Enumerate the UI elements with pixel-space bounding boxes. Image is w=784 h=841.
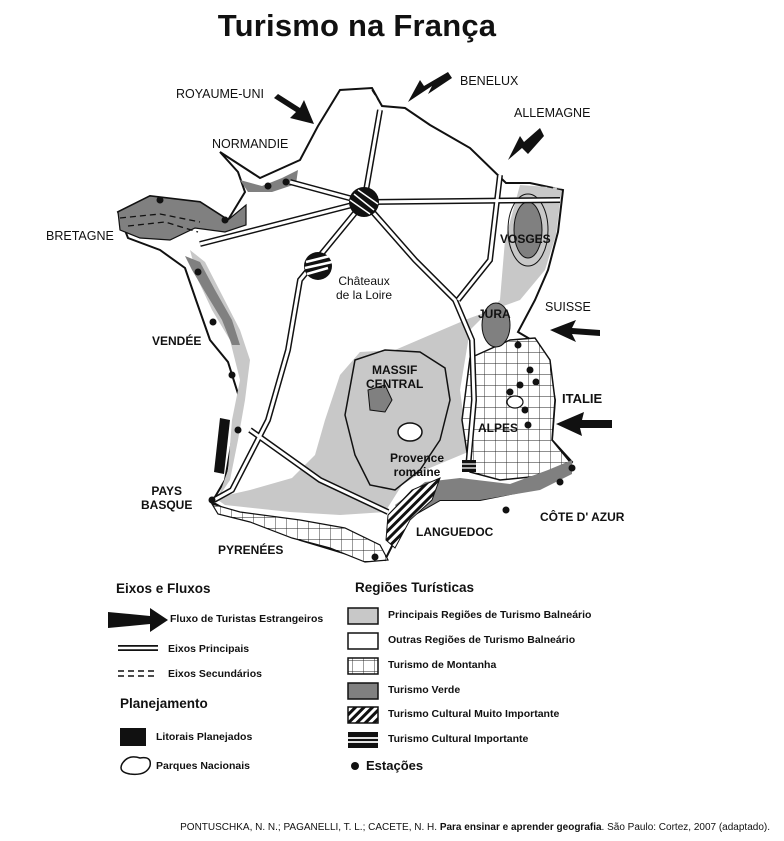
arrow-royaume-uni xyxy=(274,94,314,124)
chateaux-loire-mark xyxy=(304,252,333,280)
source-book: Para ensinar e aprender geografia xyxy=(439,822,602,833)
label-chateaux-loire: Châteaux de la Loire xyxy=(336,274,392,302)
legend-fluxo-label: Fluxo de Turistas Estrangeiros xyxy=(170,613,324,625)
label-allemagne: ALLEMAGNE xyxy=(514,106,591,120)
legend-parque xyxy=(120,756,152,776)
label-suisse: SUISSE xyxy=(545,300,591,314)
label-pyrenees: PYRENÉES xyxy=(218,543,284,557)
arrow-allemagne xyxy=(508,128,544,160)
label-jura: JURA xyxy=(478,307,511,321)
arrow-italie xyxy=(556,412,612,436)
legend-planejamento-heading: Planejamento xyxy=(120,696,208,711)
legend-estacoes-label: Estações xyxy=(366,758,424,773)
legend-eixos-secundarios-label: Eixos Secundários xyxy=(168,668,262,680)
legend-principais-balneario-label: Principais Regiões de Turismo Balneário xyxy=(388,609,592,621)
legend-eixo-secundario xyxy=(118,670,158,677)
label-provence-romaine: Provence romaine xyxy=(390,451,444,479)
legend-outras-balneario-label: Outras Regiões de Turismo Balneário xyxy=(388,634,576,646)
legend-parques-label: Parques Nacionais xyxy=(156,760,250,772)
turismo-verde-jura xyxy=(481,302,511,348)
legend-montanha-label: Turismo de Montanha xyxy=(388,659,497,671)
legend-cultural-muito xyxy=(347,706,379,724)
legend-eixos-principais-label: Eixos Principais xyxy=(168,643,250,655)
label-chateaux-line2: de la Loire xyxy=(336,288,393,302)
legend-verde-label: Turismo Verde xyxy=(388,684,461,696)
legend-montanha xyxy=(347,657,379,675)
label-benelux: BENELUX xyxy=(460,74,519,88)
parque-nacional-alpes xyxy=(506,395,524,409)
legend-cultural-label: Turismo Cultural Importante xyxy=(388,733,529,745)
arrow-benelux xyxy=(408,72,452,102)
turismo-montanha-pyrenees xyxy=(210,503,389,563)
turismo-verde-mediterranee xyxy=(395,460,572,520)
label-provence-line1: Provence xyxy=(390,451,445,465)
label-royaume-uni: ROYAUME-UNI xyxy=(176,87,264,101)
balneario-principal-west xyxy=(190,250,250,498)
label-massif-central: MASSIF CENTRAL xyxy=(366,363,423,391)
label-massif-line2: CENTRAL xyxy=(366,377,424,391)
turismo-montanha-alpes xyxy=(461,337,572,481)
legend-cultural xyxy=(348,732,378,748)
label-pays-line2: BASQUE xyxy=(141,498,193,512)
parque-nacional-cevennes xyxy=(397,422,423,442)
eixos-secundarios xyxy=(119,89,564,233)
massif-central-outline xyxy=(344,349,451,491)
eixos-principais xyxy=(199,109,561,515)
label-normandie: NORMANDIE xyxy=(212,137,289,151)
source-citation: PONTUSCHKA, N. N.; PAGANELLI, T. L.; CAC… xyxy=(0,822,770,833)
litoral-planejado-aquitaine xyxy=(214,418,230,474)
legend-arrow xyxy=(108,608,168,632)
legend-litorais-label: Litorais Planejados xyxy=(156,731,253,743)
map-title: Turismo na França xyxy=(217,8,497,43)
label-massif-line1: MASSIF xyxy=(371,363,418,377)
provence-romaine-mark xyxy=(462,460,476,472)
label-provence-line2: romaine xyxy=(393,465,441,479)
legend-balneario-outras xyxy=(347,632,379,650)
source-authors: PONTUSCHKA, N. N.; PAGANELLI, T. L.; CAC… xyxy=(180,822,440,833)
legend-verde xyxy=(347,682,379,700)
turismo-verde-atlantic xyxy=(185,256,240,345)
label-vosges: VOSGES xyxy=(500,232,551,246)
fluxo-arrows xyxy=(274,72,612,436)
label-alpes: ALPES xyxy=(478,421,519,435)
turismo-verde-massif xyxy=(367,384,393,413)
legend-regioes-heading: Regiões Turísticas xyxy=(355,580,475,595)
label-bretagne: BRETAGNE xyxy=(46,229,114,243)
source-publisher: . São Paulo: Cortez, 2007 (adaptado). xyxy=(601,822,770,833)
label-pays-line1: PAYS xyxy=(151,484,183,498)
label-languedoc: LANGUEDOC xyxy=(416,525,494,539)
estacoes-dots xyxy=(156,178,576,561)
label-cote-dazur: CÔTE D' AZUR xyxy=(540,510,625,524)
label-pays-basque: PAYS BASQUE xyxy=(141,484,192,512)
label-italie: ITALIE xyxy=(562,391,603,406)
legend-cultural-muito-label: Turismo Cultural Muito Importante xyxy=(388,708,560,720)
turismo-verde-normandie xyxy=(240,170,298,192)
paris-hub-lines xyxy=(349,189,379,215)
legend-estacao xyxy=(351,762,359,770)
turismo-verde-vosges xyxy=(513,201,543,259)
arrow-suisse xyxy=(550,320,600,342)
legend-symbols xyxy=(108,607,379,776)
legend-eixos-heading: Eixos e Fluxos xyxy=(116,581,211,596)
label-chateaux-line1: Châteaux xyxy=(338,274,390,288)
legend-litoral xyxy=(120,728,146,746)
turismo-cultural-languedoc xyxy=(385,477,441,549)
turismo-verde-vosges-inner xyxy=(507,193,549,267)
legend-balneario-principal xyxy=(347,607,379,625)
label-vendee: VENDÉE xyxy=(152,334,202,348)
